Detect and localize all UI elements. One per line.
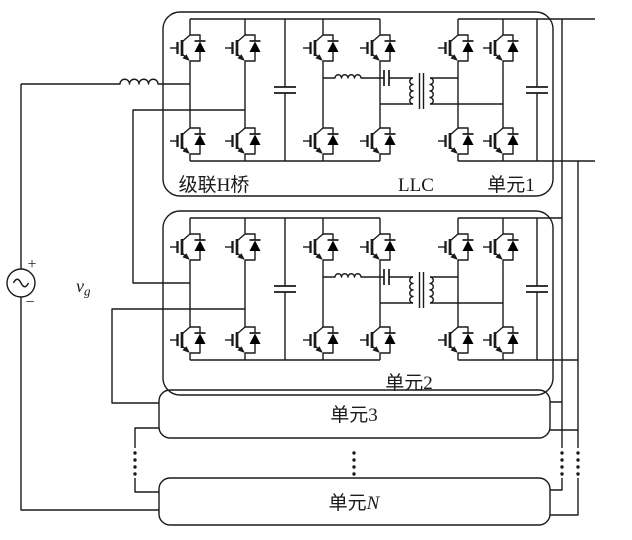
llc-secondary-bridge — [438, 218, 519, 360]
unit3-group: 单元3 — [159, 390, 578, 438]
sine-icon — [14, 279, 29, 287]
unitN-group: 单元N — [159, 478, 550, 525]
output-bus-minus — [550, 161, 578, 515]
input-inductor-icon — [21, 79, 190, 84]
cascaded-hbridge-label: 级联H桥 — [179, 174, 250, 196]
ellipsis-bus-minus — [576, 451, 580, 476]
unit3-to-unitN-wire — [135, 428, 159, 492]
unit3-box — [159, 390, 550, 438]
dc-link-capacitor-icon — [273, 18, 297, 162]
unitN-box — [159, 478, 550, 525]
llc-secondary-bridge — [438, 19, 519, 161]
llc-label: LLC — [398, 175, 434, 196]
cascade-chain-wires — [112, 110, 245, 492]
unit2-rails — [190, 218, 578, 360]
chb-h-bridge — [170, 218, 261, 360]
unit1-box — [163, 12, 553, 196]
source-voltage-label: vg — [76, 276, 91, 299]
ac-source: + − vg — [7, 84, 159, 510]
llc-primary-bridge — [303, 218, 396, 360]
source-plus-label: + — [27, 256, 36, 273]
unit1-group: 级联H桥 LLC 单元1 — [163, 12, 595, 196]
unit2-to-unit3-wire — [112, 309, 245, 403]
source-wire — [21, 84, 159, 510]
output-capacitor-icon — [525, 217, 549, 361]
output-bus-plus — [550, 19, 562, 490]
ellipsis-center — [352, 451, 356, 476]
chb-h-bridge — [170, 19, 261, 161]
unit1-to-unit2-wire — [133, 110, 245, 283]
unit2-group: 单元2 — [163, 211, 578, 395]
source-minus-label: − — [25, 294, 34, 311]
unit2-box — [163, 211, 553, 395]
unit3-output-wires — [550, 402, 578, 430]
ellipsis-left — [133, 451, 137, 476]
ellipsis-bus-plus — [560, 451, 564, 476]
output-capacitor-icon — [525, 18, 549, 162]
llc-primary-bridge — [303, 19, 396, 161]
unitN-label: 单元N — [329, 492, 381, 514]
unit3-label: 单元3 — [330, 404, 378, 426]
ac-source-icon — [7, 269, 35, 297]
unit2-label: 单元2 — [385, 372, 433, 394]
unit1-label: 单元1 — [487, 174, 535, 196]
dc-link-capacitor-icon — [273, 217, 297, 361]
